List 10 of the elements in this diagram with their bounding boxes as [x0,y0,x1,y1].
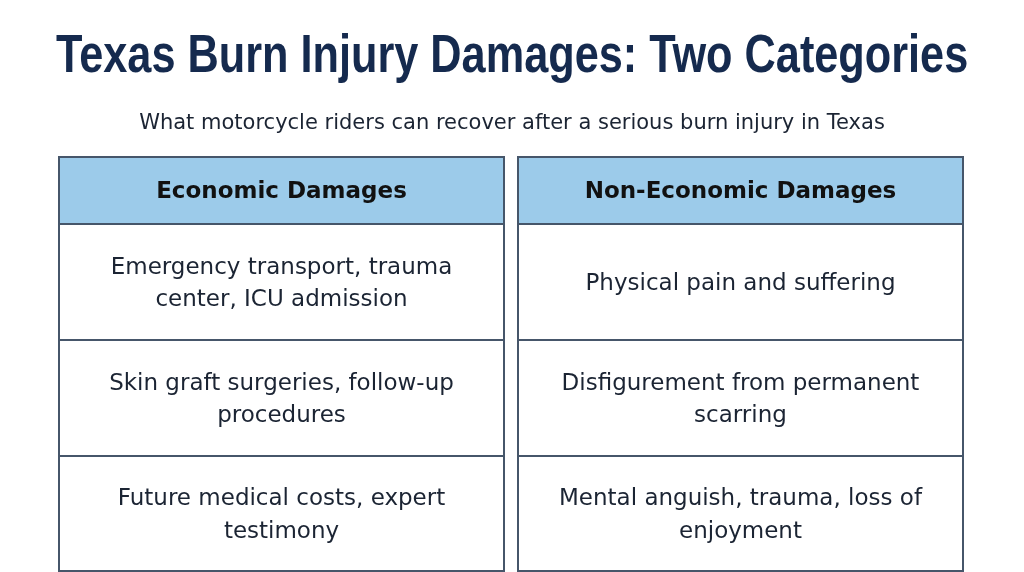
table-cell: Disfigurement from permanent scarring [517,339,964,457]
table-cell: Future medical costs, expert testimony [58,455,505,572]
column-header: Non-Economic Damages [517,156,964,225]
table-cell: Emergency transport, trauma center, ICU admission [58,223,505,341]
title: Texas Burn Injury Damages: Two Categories [56,22,969,84]
table-cell: Physical pain and suffering [517,223,964,341]
column-header: Economic Damages [58,156,505,225]
table-cell: Skin graft surgeries, follow-up procedures [58,339,505,457]
subtitle: What motorcycle riders can recover after a serious burn injury in Texas [138,110,886,134]
table-cell: Mental anguish, trauma, loss of enjoyment [517,455,964,572]
